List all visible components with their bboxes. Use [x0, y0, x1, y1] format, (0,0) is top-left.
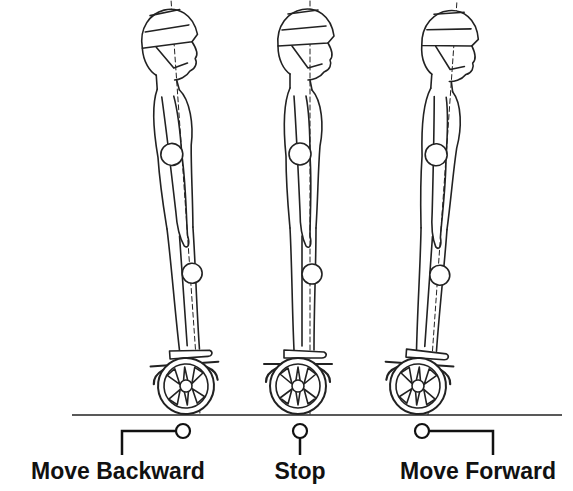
position-markers [176, 424, 429, 438]
rider-backward [125, 0, 224, 416]
rider-forward [382, 0, 481, 416]
state-label: Stop [274, 458, 325, 484]
ground-line [72, 414, 562, 416]
state-label: Move Forward [400, 458, 556, 484]
state-label: Move Backward [31, 458, 205, 484]
rider-stop [264, 1, 334, 414]
